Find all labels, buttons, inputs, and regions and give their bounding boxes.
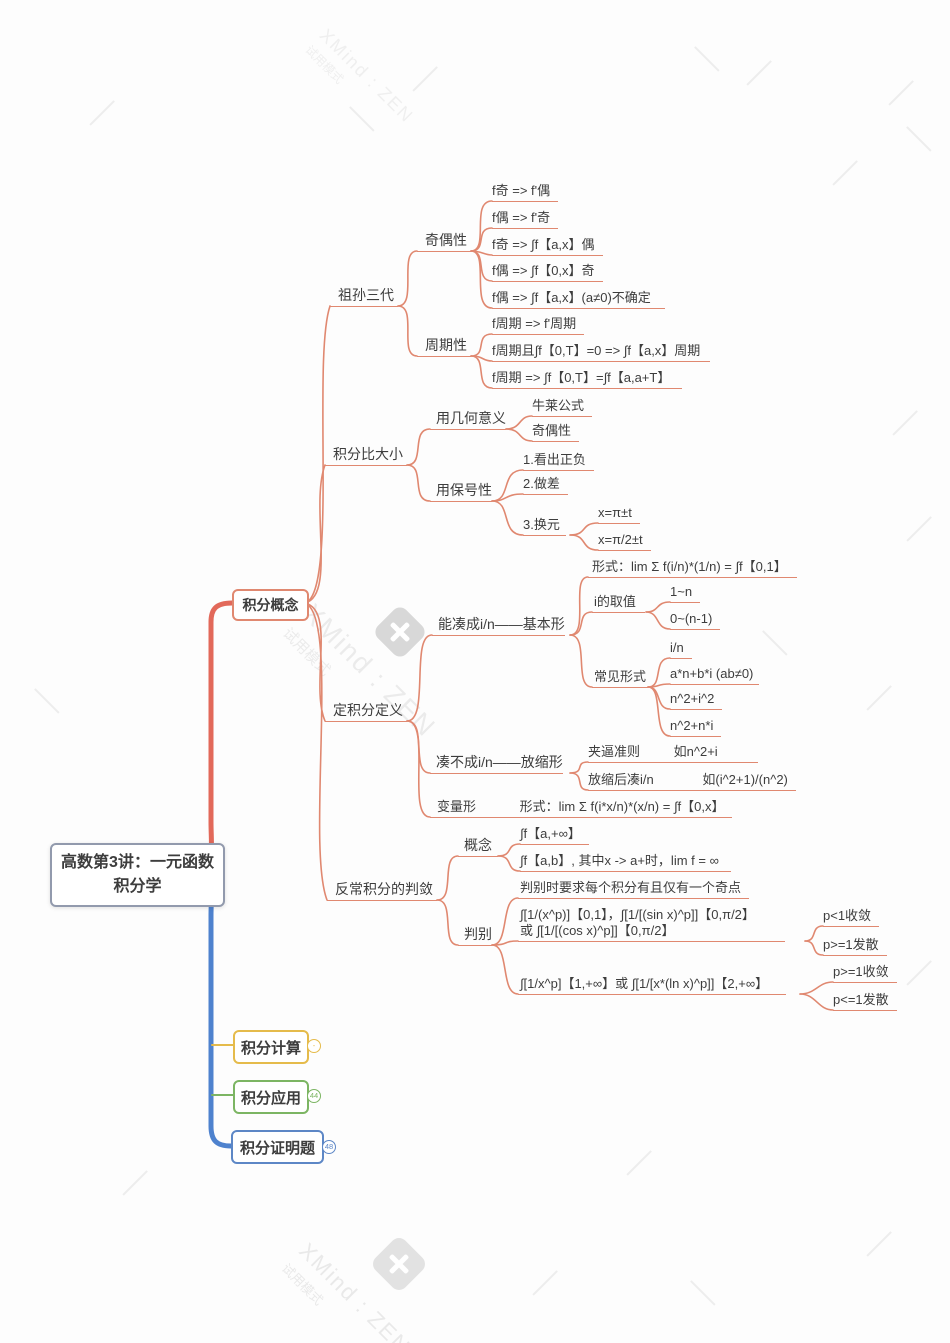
- topic-integral-calculation[interactable]: 积分计算: [233, 1030, 309, 1064]
- leaf-parity-3[interactable]: f奇 => ∫f【a,x】偶: [492, 237, 603, 256]
- topic-geometric-meaning[interactable]: 用几何意义: [430, 410, 506, 430]
- topic-definite-integral-definition[interactable]: 定积分定义: [325, 702, 407, 722]
- topic-periodicity[interactable]: 周期性: [417, 337, 471, 357]
- leaf-scale-example: 如(i^2+1)/(n^2): [702, 772, 788, 787]
- leaf-case1-converge[interactable]: p<1收敛: [823, 908, 880, 927]
- leaf-case1-diverge[interactable]: p>=1发散: [823, 937, 887, 956]
- leaf-improper-2[interactable]: ∫f【a,b】, 其中x -> a+时，lim f = ∞: [520, 853, 731, 872]
- leaf-judge-case2[interactable]: ∫[1/x^p]【1,+∞】或 ∫[1/[x*(ln x)^p]]【2,+∞】: [518, 976, 787, 995]
- leaf-improper-1[interactable]: ∫f【a,+∞】: [520, 826, 589, 845]
- leaf-scale-label: 放缩后凑i/n: [588, 772, 654, 787]
- leaf-sub-1[interactable]: x=π±t: [598, 505, 640, 524]
- leaf-period-2[interactable]: f周期且∫f【0,T】=0 => ∫f【a,x】周期: [492, 343, 711, 362]
- topic-basic-form[interactable]: 能凑成i/n——基本形: [432, 616, 565, 636]
- leaf-parity-1[interactable]: f奇 => f'偶: [492, 183, 559, 202]
- leaf-period-1[interactable]: f周期 => f'周期: [492, 316, 585, 335]
- leaf-squeeze-example: 如n^2+i: [673, 744, 718, 759]
- leaf-common-1[interactable]: i/n: [670, 640, 692, 659]
- topic-common-forms[interactable]: 常见形式: [592, 669, 649, 688]
- leaf-squeeze-label: 夹逼准则: [588, 744, 641, 759]
- collapse-badge-calculation[interactable]: -: [307, 1039, 321, 1053]
- leaf-sub-2[interactable]: x=π/2±t: [598, 532, 651, 551]
- leaf-common-4[interactable]: n^2+n*i: [670, 718, 722, 737]
- topic-integral-proof[interactable]: 积分证明题: [231, 1130, 324, 1164]
- topic-three-generations[interactable]: 祖孙三代: [330, 287, 398, 307]
- leaf-parity-method[interactable]: 奇偶性: [532, 423, 580, 442]
- topic-parity[interactable]: 奇偶性: [417, 232, 471, 252]
- leaf-common-2[interactable]: a*n+b*i (ab≠0): [670, 666, 760, 685]
- topic-i-range[interactable]: i的取值: [592, 594, 645, 613]
- case1-line2: 或 ∫[1/[(cos x)^p]]【0,π/2】: [520, 923, 675, 938]
- collapse-badge-application[interactable]: 44: [307, 1089, 321, 1103]
- topic-variable-form[interactable]: 变量形 形式：lim Σ f(i*x/n)*(x/n) = ∫f【0,x】: [430, 799, 733, 818]
- leaf-sign-1[interactable]: 1.看出正负: [523, 452, 594, 471]
- leaf-parity-4[interactable]: f偶 => ∫f【0,x】奇: [492, 263, 603, 282]
- topic-improper-convergence[interactable]: 反常积分的判敛: [327, 881, 437, 901]
- topic-integral-concept[interactable]: 积分概念: [232, 589, 309, 621]
- leaf-case2-converge[interactable]: p>=1收敛: [833, 964, 897, 983]
- topic-integral-application[interactable]: 积分应用: [233, 1080, 309, 1114]
- leaf-common-3[interactable]: n^2+i^2: [670, 691, 723, 710]
- topic-scaling-form[interactable]: 凑不成i/n——放缩形: [430, 754, 563, 774]
- variable-form-label: 变量形: [437, 799, 477, 814]
- leaf-parity-5[interactable]: f偶 => ∫f【a,x】(a≠0)不确定: [492, 290, 665, 309]
- topic-substitution[interactable]: 3.换元: [523, 517, 566, 536]
- collapse-badge-proof[interactable]: 48: [322, 1140, 336, 1154]
- topic-compare-integrals[interactable]: 积分比大小: [325, 446, 407, 466]
- topic-improper-concept[interactable]: 概念: [458, 837, 498, 857]
- root-topic[interactable]: 高数第3讲：一元函数积分学: [50, 843, 225, 907]
- topic-judge[interactable]: 判别: [458, 926, 492, 946]
- leaf-sign-2[interactable]: 2.做差: [523, 476, 568, 495]
- leaf-judge-case1[interactable]: ∫[1/(x^p)]【0,1】，∫[1/[(sin x)^p]]【0,π/2】 …: [518, 907, 785, 942]
- case1-line1: ∫[1/(x^p)]【0,1】，∫[1/[(sin x)^p]]【0,π/2】: [520, 907, 755, 922]
- leaf-case2-diverge[interactable]: p<=1发散: [833, 992, 897, 1011]
- leaf-newton-leibniz[interactable]: 牛莱公式: [532, 398, 593, 417]
- leaf-judge-note[interactable]: 判别时要求每个积分有且仅有一个奇点: [518, 880, 750, 899]
- leaf-parity-2[interactable]: f偶 => f'奇: [492, 210, 559, 229]
- leaf-i-range-1[interactable]: 1~n: [670, 584, 701, 603]
- variable-form-formula: 形式：lim Σ f(i*x/n)*(x/n) = ∫f【0,x】: [519, 799, 725, 814]
- leaf-squeeze-row[interactable]: 夹逼准则 如n^2+i: [588, 744, 758, 763]
- leaf-i-range-2[interactable]: 0~(n-1): [670, 611, 721, 630]
- leaf-basic-formula[interactable]: 形式：lim Σ f(i/n)*(1/n) = ∫f【0,1】: [588, 559, 797, 578]
- leaf-period-3[interactable]: f周期 => ∫f【0,T】=∫f【a,a+T】: [492, 370, 683, 389]
- leaf-scale-then-row[interactable]: 放缩后凑i/n 如(i^2+1)/(n^2): [588, 772, 796, 791]
- topic-sign-preserving[interactable]: 用保号性: [430, 482, 492, 502]
